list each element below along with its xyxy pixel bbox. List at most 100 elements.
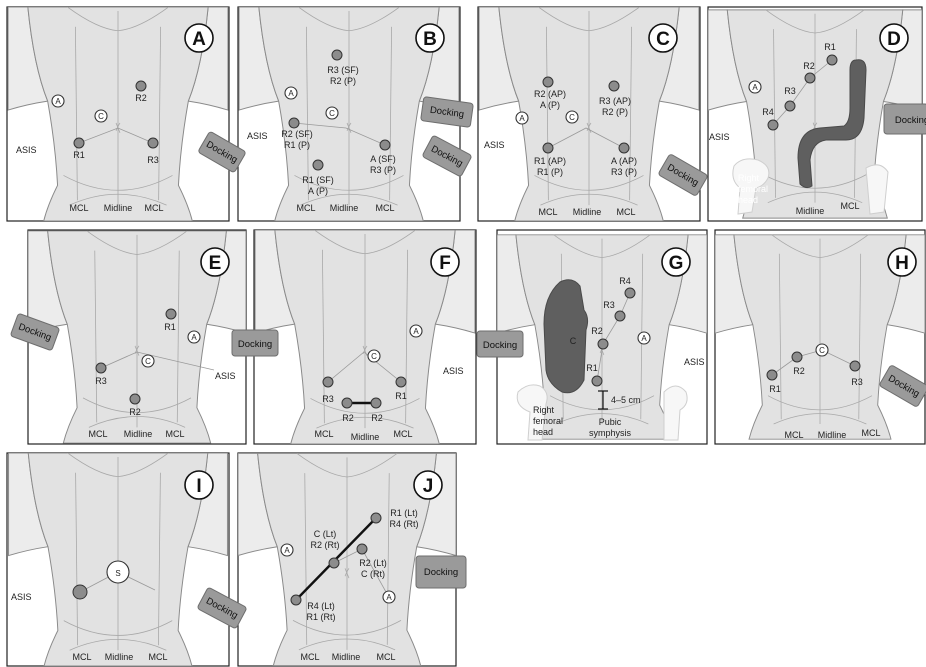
svg-text:MCL: MCL — [300, 652, 319, 662]
svg-text:Docking: Docking — [483, 340, 517, 351]
panel-e-port-r2 — [130, 394, 140, 404]
svg-text:R2 (P): R2 (P) — [330, 76, 356, 86]
svg-text:Docking: Docking — [424, 567, 458, 578]
svg-text:C: C — [329, 109, 335, 118]
panel-g-port-r4 — [625, 288, 635, 298]
panel-d-docking: Docking — [884, 104, 926, 134]
svg-text:Docking: Docking — [238, 339, 272, 350]
panel-c-letter: C — [656, 29, 670, 50]
panel-i-port — [73, 585, 87, 599]
panel-f-port-r2-right — [371, 398, 381, 408]
svg-text:R3: R3 — [95, 376, 107, 386]
panel-g-asis: ASIS — [684, 357, 705, 367]
svg-text:MCL: MCL — [375, 203, 394, 213]
svg-text:R3 (SF): R3 (SF) — [327, 65, 359, 75]
svg-text:R3: R3 — [603, 300, 615, 310]
panel-a-r1-label: R1 — [73, 150, 85, 160]
panel-e-letter: E — [209, 253, 222, 274]
svg-text:R3 (P): R3 (P) — [611, 167, 637, 177]
panel-j-port-r2 — [357, 544, 367, 554]
svg-text:R1: R1 — [769, 384, 781, 394]
panel-f-port-r2-left — [342, 398, 352, 408]
svg-text:C (Rt): C (Rt) — [361, 569, 385, 579]
svg-text:Midline: Midline — [351, 432, 380, 442]
svg-text:MCL: MCL — [376, 652, 395, 662]
svg-text:head: head — [533, 427, 553, 437]
svg-text:A: A — [386, 593, 392, 602]
panel-i-asis: ASIS — [11, 592, 32, 602]
svg-text:R3: R3 — [851, 377, 863, 387]
svg-text:head: head — [738, 195, 758, 205]
panel-e-asis: ASIS — [215, 371, 236, 381]
svg-text:C: C — [569, 113, 575, 122]
svg-text:A: A — [519, 114, 525, 123]
svg-text:R2: R2 — [129, 407, 141, 417]
panel-g-letter: G — [669, 253, 684, 274]
svg-text:R1 (Rt): R1 (Rt) — [307, 612, 336, 622]
svg-text:R1: R1 — [395, 391, 407, 401]
svg-text:MCL: MCL — [840, 201, 859, 211]
svg-text:R1 (Lt): R1 (Lt) — [390, 508, 418, 518]
svg-text:R2 (Rt): R2 (Rt) — [311, 540, 340, 550]
svg-text:symphysis: symphysis — [589, 428, 632, 438]
svg-text:A: A — [288, 89, 294, 98]
panel-d-port-r4 — [768, 120, 778, 130]
svg-text:R3 (P): R3 (P) — [370, 165, 396, 175]
panel-i-letter: I — [196, 476, 201, 497]
svg-text:C: C — [570, 336, 577, 346]
panel-j-port-r4 — [291, 595, 301, 605]
panel-b-port-r1 — [313, 160, 323, 170]
svg-text:R2: R2 — [342, 413, 354, 423]
panel-a-asis: ASIS — [16, 145, 37, 155]
panel-g-colon — [544, 280, 588, 393]
svg-text:A (P): A (P) — [308, 186, 328, 196]
panel-j-port-c — [329, 558, 339, 568]
svg-text:R2 (Lt): R2 (Lt) — [359, 558, 387, 568]
svg-text:MCL: MCL — [148, 652, 167, 662]
panel-c-port-r2 — [543, 77, 553, 87]
svg-text:R2: R2 — [371, 413, 383, 423]
svg-text:femoral: femoral — [533, 416, 563, 426]
panel-j-port-r1 — [371, 513, 381, 523]
svg-text:R3: R3 — [322, 394, 334, 404]
svg-text:femoral: femoral — [738, 184, 768, 194]
svg-text:MCL: MCL — [538, 207, 557, 217]
svg-text:MCL: MCL — [784, 430, 803, 440]
svg-text:MCL: MCL — [861, 428, 880, 438]
svg-text:MCL: MCL — [393, 429, 412, 439]
svg-text:Midline: Midline — [818, 430, 847, 440]
panel-e-port-r1 — [166, 309, 176, 319]
svg-text:MCL: MCL — [88, 429, 107, 439]
panel-g-port-r2 — [598, 339, 608, 349]
panel-d-port-r1 — [827, 55, 837, 65]
svg-text:Midline: Midline — [124, 429, 153, 439]
panel-c-port-r1 — [543, 143, 553, 153]
panel-d-asis: ASIS — [709, 132, 730, 142]
panel-a-midline: Midline — [104, 203, 133, 213]
panel-g-port-r3 — [615, 311, 625, 321]
panel-a-mcl-left: MCL — [69, 203, 88, 213]
panel-a-port-r1 — [74, 138, 84, 148]
panel-j-docking: Docking — [416, 556, 466, 588]
svg-text:R1 (AP): R1 (AP) — [534, 156, 566, 166]
svg-text:R2: R2 — [591, 326, 603, 336]
panel-a-camera-label: C — [98, 112, 104, 121]
svg-text:R2 (P): R2 (P) — [602, 107, 628, 117]
svg-text:Midline: Midline — [573, 207, 602, 217]
svg-text:R1 (P): R1 (P) — [284, 140, 310, 150]
svg-text:R2: R2 — [793, 366, 805, 376]
panel-g-port-r1 — [592, 376, 602, 386]
svg-text:Midline: Midline — [332, 652, 361, 662]
svg-text:R2: R2 — [803, 61, 815, 71]
svg-text:C: C — [145, 357, 151, 366]
svg-text:R4: R4 — [762, 107, 774, 117]
svg-text:A: A — [752, 83, 758, 92]
panel-c-asis: ASIS — [484, 140, 505, 150]
panel-a-assistant-label: A — [55, 97, 61, 106]
panel-j-letter: J — [423, 476, 434, 497]
svg-text:A (P): A (P) — [540, 100, 560, 110]
panel-f-port-r3 — [323, 377, 333, 387]
panel-h-port-r1 — [767, 370, 777, 380]
svg-text:S: S — [115, 569, 120, 578]
svg-text:A: A — [284, 546, 290, 555]
